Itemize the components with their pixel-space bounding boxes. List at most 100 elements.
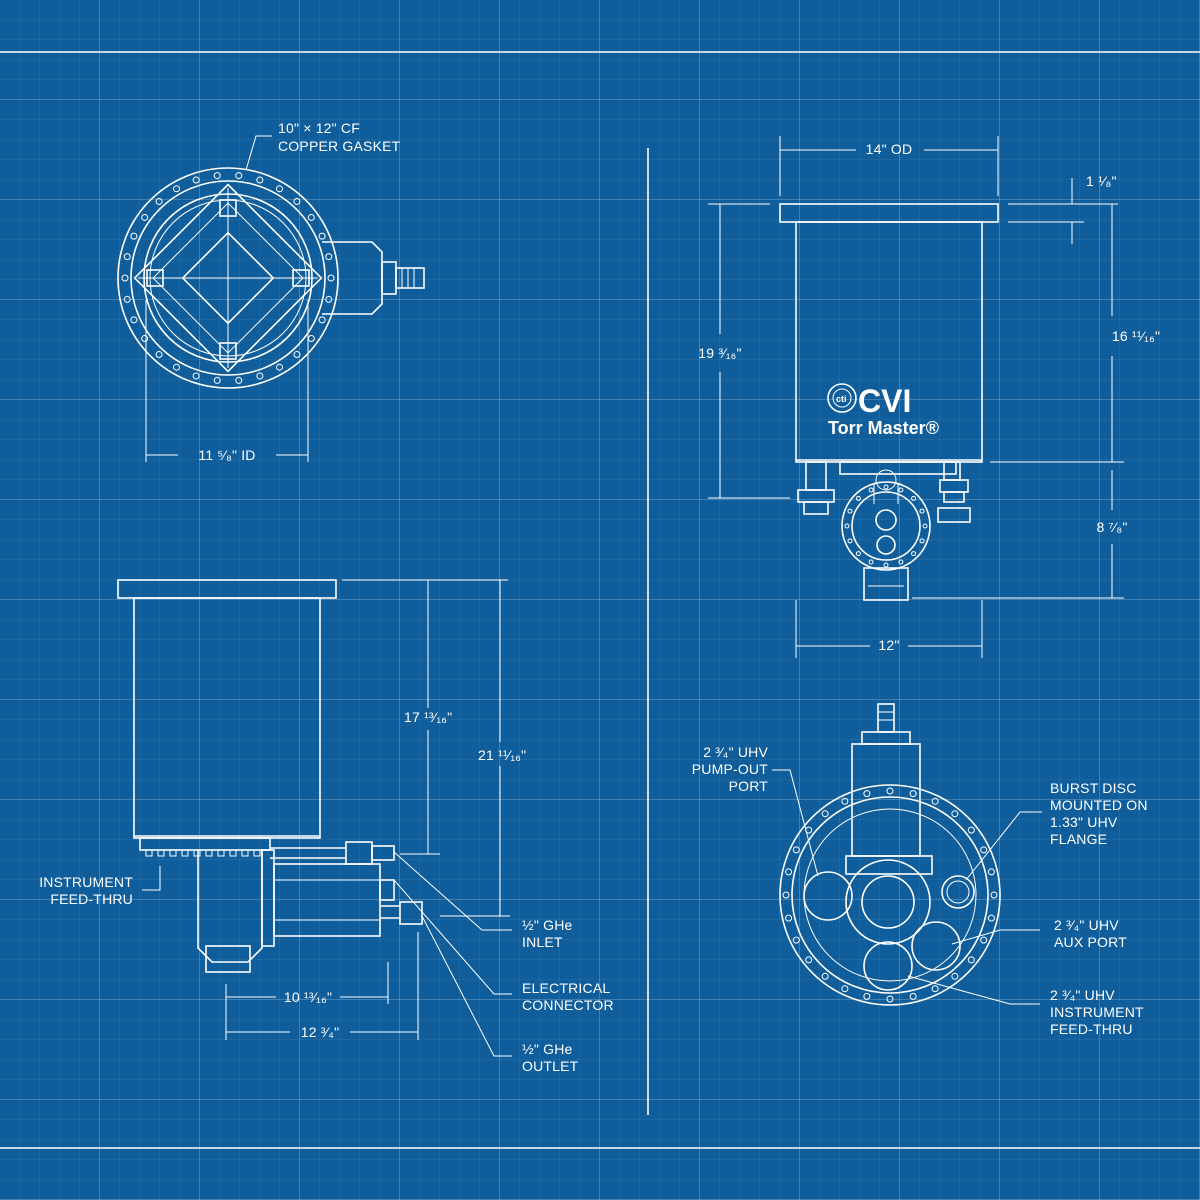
electrical-label-line1: ELECTRICAL — [522, 980, 610, 996]
bolt-hole — [821, 972, 829, 980]
instfeed-label-line2: INSTRUMENT — [1050, 1004, 1144, 1020]
instfeed-label-line1: 2 ³⁄₄" UHV — [1050, 987, 1115, 1003]
side-height-2: 21 ¹¹⁄₁₆" — [478, 747, 526, 763]
bolt-hole — [909, 790, 917, 798]
outlet-label-line1: ½" GHe — [522, 1041, 573, 1057]
bolt-hole — [192, 372, 200, 380]
outlet-label-line2: OUTLET — [522, 1058, 579, 1074]
width-dimension: 12" — [878, 637, 899, 653]
bolt-hole — [886, 995, 894, 1003]
bolt-hole — [911, 495, 917, 501]
od-dimension: 14" OD — [866, 141, 913, 157]
logo-brand: CVI — [858, 383, 911, 419]
bolt-hole — [909, 992, 917, 1000]
bolt-hole — [868, 487, 874, 493]
bolt-hole — [967, 826, 975, 834]
bolt-hole — [130, 232, 138, 240]
bolt-hole — [256, 176, 264, 184]
bolt-head — [193, 849, 201, 857]
gasket-label-line2: COPPER GASKET — [278, 138, 401, 154]
bolt-hole — [256, 372, 264, 380]
instrument-label-line1: INSTRUMENT — [39, 874, 133, 890]
bolt-hole — [844, 523, 850, 529]
bolt-hole — [883, 484, 889, 490]
bolt-hole — [883, 562, 889, 568]
bolt-hole — [785, 914, 793, 922]
body-height-dimension: 16 ¹¹⁄₁₆" — [1112, 328, 1160, 344]
bolt-hole — [785, 868, 793, 876]
pumpout-label-line2: PUMP-OUT — [692, 761, 769, 777]
bolt-hole — [898, 559, 904, 565]
burst-label-line4: FLANGE — [1050, 831, 1107, 847]
bolt-head — [205, 849, 213, 857]
bolt-hole — [141, 213, 149, 221]
bolt-hole — [235, 376, 243, 384]
bolt-hole — [847, 538, 853, 544]
electrical-label-line2: CONNECTOR — [522, 997, 614, 1013]
bolt-hole — [192, 176, 200, 184]
bolt-head — [253, 849, 261, 857]
instrument-label-line2: FEED-THRU — [50, 891, 133, 907]
pumpout-label-line3: PORT — [729, 778, 769, 794]
top-id-dimension: 11 ⁵⁄₈" ID — [198, 447, 255, 463]
bolt-hole — [307, 213, 315, 221]
cvi-logo: cti CVI Torr Master® — [827, 383, 939, 438]
bolt-hole — [155, 197, 163, 205]
bolt-hole — [318, 316, 326, 324]
bolt-hole — [951, 972, 959, 980]
bolt-hole — [990, 891, 998, 899]
bolt-hole — [987, 868, 995, 876]
bolt-hole — [821, 810, 829, 818]
bolt-hole — [276, 363, 283, 371]
bolt-hole — [293, 197, 301, 205]
bolt-hole — [922, 523, 928, 529]
bottom-view — [772, 703, 1042, 1006]
bolt-hole — [792, 936, 800, 944]
bolt-hole — [307, 335, 315, 343]
bolt-hole — [276, 185, 283, 193]
bolt-hole — [213, 376, 221, 384]
bolt-hole — [931, 797, 939, 805]
bolt-head — [145, 849, 153, 857]
bolt-hole — [213, 172, 221, 180]
bolt-hole — [911, 551, 917, 557]
bolt-hole — [130, 316, 138, 324]
top-view — [117, 135, 425, 462]
bolt-head — [217, 849, 225, 857]
bolt-hole — [782, 891, 790, 899]
bolt-hole — [951, 810, 959, 818]
side-view — [117, 579, 512, 1057]
bolt-hole — [987, 914, 995, 922]
bolt-hole — [805, 956, 813, 964]
bolt-hole — [123, 253, 131, 261]
bolt-hole — [841, 797, 849, 805]
bolt-hole — [121, 274, 129, 282]
burst-label-line3: 1.33" UHV — [1050, 814, 1118, 830]
bolt-hole — [293, 351, 301, 359]
aux-label-line1: 2 ³⁄₄" UHV — [1054, 917, 1119, 933]
bolt-head — [181, 849, 189, 857]
bolt-hole — [173, 363, 180, 371]
bolt-head — [169, 849, 177, 857]
bolt-hole — [919, 538, 925, 544]
bolt-hole — [980, 846, 988, 854]
bolt-hole — [327, 274, 335, 282]
side-width-1: 10 ¹³⁄₁₆" — [284, 989, 332, 1005]
gasket-label-line1: 10" × 12" CF — [278, 120, 360, 136]
front-view — [708, 136, 1124, 658]
bolt-hole — [863, 790, 871, 798]
bolt-hole — [325, 253, 333, 261]
bolt-hole — [141, 335, 149, 343]
bolt-hole — [898, 487, 904, 493]
bolt-hole — [863, 992, 871, 1000]
bolt-head — [157, 849, 165, 857]
bolt-hole — [847, 508, 853, 514]
bolt-hole — [235, 172, 243, 180]
instfeed-label-line3: FEED-THRU — [1050, 1021, 1133, 1037]
bolt-hole — [792, 846, 800, 854]
bolt-hole — [855, 551, 861, 557]
bolt-hole — [868, 559, 874, 565]
bolt-hole — [318, 232, 326, 240]
